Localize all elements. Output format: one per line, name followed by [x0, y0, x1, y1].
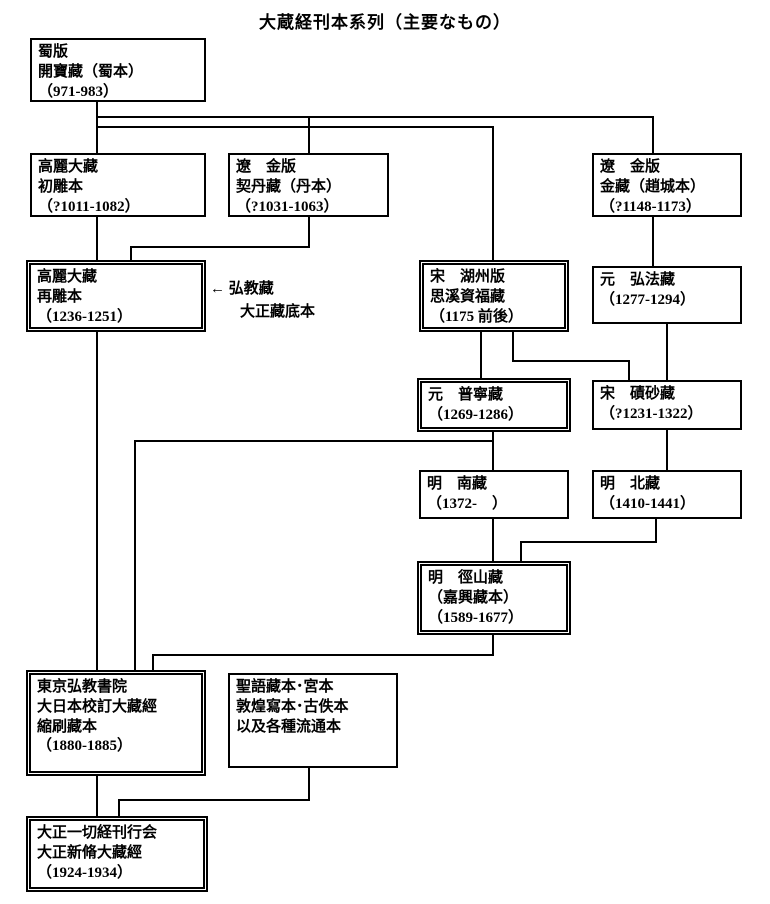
- box-text-line: 金藏（趙城本）: [600, 178, 706, 195]
- box-song-sixi: 宋 湖州版思溪資福藏 （1175 前後）: [419, 260, 569, 332]
- connector-line: [652, 116, 654, 154]
- connector-line: [666, 429, 668, 471]
- connector-line: [492, 634, 494, 656]
- connector-line: [134, 440, 493, 442]
- box-taisho: 大正一切経刊行会大正新脩大藏經 （1924-1934）: [26, 816, 208, 892]
- connector-line: [96, 126, 493, 128]
- box-text-line: （1277-1294）: [600, 291, 695, 308]
- box-text-line: （1880-1885）: [37, 738, 132, 755]
- box-text-line: 開寶藏（蜀本）: [38, 63, 144, 80]
- box-liao-jinzang: 遼 金版金藏（趙城本） （?1148-1173）: [592, 153, 742, 217]
- box-text-line: （1175 前後）: [430, 308, 523, 325]
- box-text-line: 敦煌寫本･古佚本: [236, 698, 349, 715]
- box-text-line: 遼 金版: [236, 159, 297, 175]
- box-ming-beizang: 明 北藏 （1410-1441）: [592, 470, 742, 519]
- connector-line: [96, 775, 98, 817]
- box-text-line: 思溪資福藏: [430, 288, 506, 305]
- box-text-line: 宋 磧砂藏: [600, 386, 676, 402]
- box-text-line: 再雕本: [37, 288, 83, 305]
- connector-line: [130, 246, 310, 248]
- connector-line: [512, 331, 514, 362]
- connector-line: [480, 331, 482, 379]
- box-text-line: 初雕本: [38, 178, 84, 195]
- connector-line: [520, 541, 657, 543]
- box-text-line: 明 南藏: [427, 476, 488, 492]
- connector-line: [655, 518, 657, 543]
- box-ming-nanzang: 明 南藏 （1372- ）: [419, 470, 569, 519]
- box-koryo-zaidiao: 高麗大藏再雕本 （1236-1251）: [26, 260, 206, 332]
- box-text-line: 蜀版: [38, 44, 69, 60]
- box-text-line: 宋 湖州版: [430, 269, 506, 285]
- box-text-line: 元 弘法藏: [600, 272, 676, 288]
- box-koryo-chodiao: 高麗大藏初雕本 （?1011-1082）: [30, 153, 206, 217]
- box-text-line: 高麗大藏: [38, 159, 99, 175]
- connector-line: [520, 541, 522, 562]
- connector-line: [96, 116, 654, 118]
- box-text-line: 大正一切経刊行会: [37, 825, 158, 841]
- box-text-line: 東京弘教書院: [37, 679, 128, 695]
- box-text-line: 聖語藏本･宮本: [236, 679, 334, 695]
- annotation-line2: 大正藏底本: [240, 303, 316, 320]
- box-yuan-hongfa: 元 弘法藏 （1277-1294）: [592, 266, 742, 324]
- connector-line: [308, 767, 310, 801]
- box-text-line: （1589-1677）: [428, 609, 523, 626]
- box-text-line: （?1231-1322）: [600, 405, 703, 422]
- box-text-line: 明 徑山藏: [428, 570, 504, 586]
- box-text-line: （971-983）: [38, 83, 118, 100]
- connector-line: [152, 654, 154, 671]
- connector-line: [492, 126, 494, 261]
- connector-line: [96, 331, 98, 671]
- box-shukusatsu: 東京弘教書院大日本校訂大藏經縮刷藏本 （1880-1885）: [26, 670, 206, 776]
- box-yuan-puning: 元 普寧藏 （1269-1286）: [417, 378, 571, 432]
- box-liao-khitan: 遼 金版契丹藏（丹本） （?1031-1063）: [228, 153, 389, 217]
- box-text-line: 大日本校訂大藏經: [37, 698, 158, 715]
- box-text-line: （1269-1286）: [428, 406, 523, 423]
- connector-line: [130, 246, 132, 261]
- box-text-line: （?1011-1082）: [38, 198, 140, 215]
- box-text-line: 元 普寧藏: [428, 387, 504, 403]
- box-shuban-kaibao: 蜀版開寶藏（蜀本） （971-983）: [30, 38, 206, 102]
- box-text-line: （1924-1934）: [37, 864, 132, 881]
- box-text-line: 以及各種流通本: [236, 718, 342, 735]
- connector-line: [652, 216, 654, 267]
- annotation-kokyozo: ← 弘教藏 大正藏底本: [210, 278, 315, 323]
- box-text-line: 契丹藏（丹本）: [236, 178, 342, 195]
- connector-line: [118, 799, 310, 801]
- connector-line: [152, 654, 494, 656]
- box-text-line: （?1031-1063）: [236, 198, 339, 215]
- connector-line: [666, 323, 668, 381]
- box-text-line: （嘉興藏本）: [428, 589, 519, 606]
- diagram-title: 大蔵経刊本系列（主要なもの）: [259, 13, 511, 32]
- box-text-line: 高麗大藏: [37, 269, 98, 285]
- box-shogozo: 聖語藏本･宮本敦煌寫本･古佚本以及各種流通本: [228, 673, 398, 768]
- connector-line: [628, 360, 630, 381]
- box-text-line: （?1148-1173）: [600, 198, 701, 215]
- box-text-line: （1236-1251）: [37, 308, 132, 325]
- box-text-line: （1410-1441）: [600, 495, 695, 512]
- annotation-line1: ← 弘教藏: [210, 281, 274, 297]
- connector-line: [308, 116, 310, 154]
- connector-line: [492, 431, 494, 471]
- connector-line: [134, 440, 136, 671]
- connector-line: [492, 518, 494, 562]
- box-text-line: 大正新脩大藏經: [37, 844, 143, 861]
- connector-line: [308, 216, 310, 248]
- box-song-qisha: 宋 磧砂藏 （?1231-1322）: [592, 380, 742, 430]
- box-text-line: 遼 金版: [600, 159, 661, 175]
- connector-line: [512, 360, 630, 362]
- box-ming-jingshan: 明 徑山藏 （嘉興藏本） （1589-1677）: [417, 561, 571, 635]
- connector-line: [96, 216, 98, 261]
- box-text-line: 縮刷藏本: [37, 718, 98, 735]
- box-text-line: （1372- ）: [427, 495, 507, 512]
- connector-line: [118, 799, 120, 817]
- box-text-line: 明 北藏: [600, 476, 661, 492]
